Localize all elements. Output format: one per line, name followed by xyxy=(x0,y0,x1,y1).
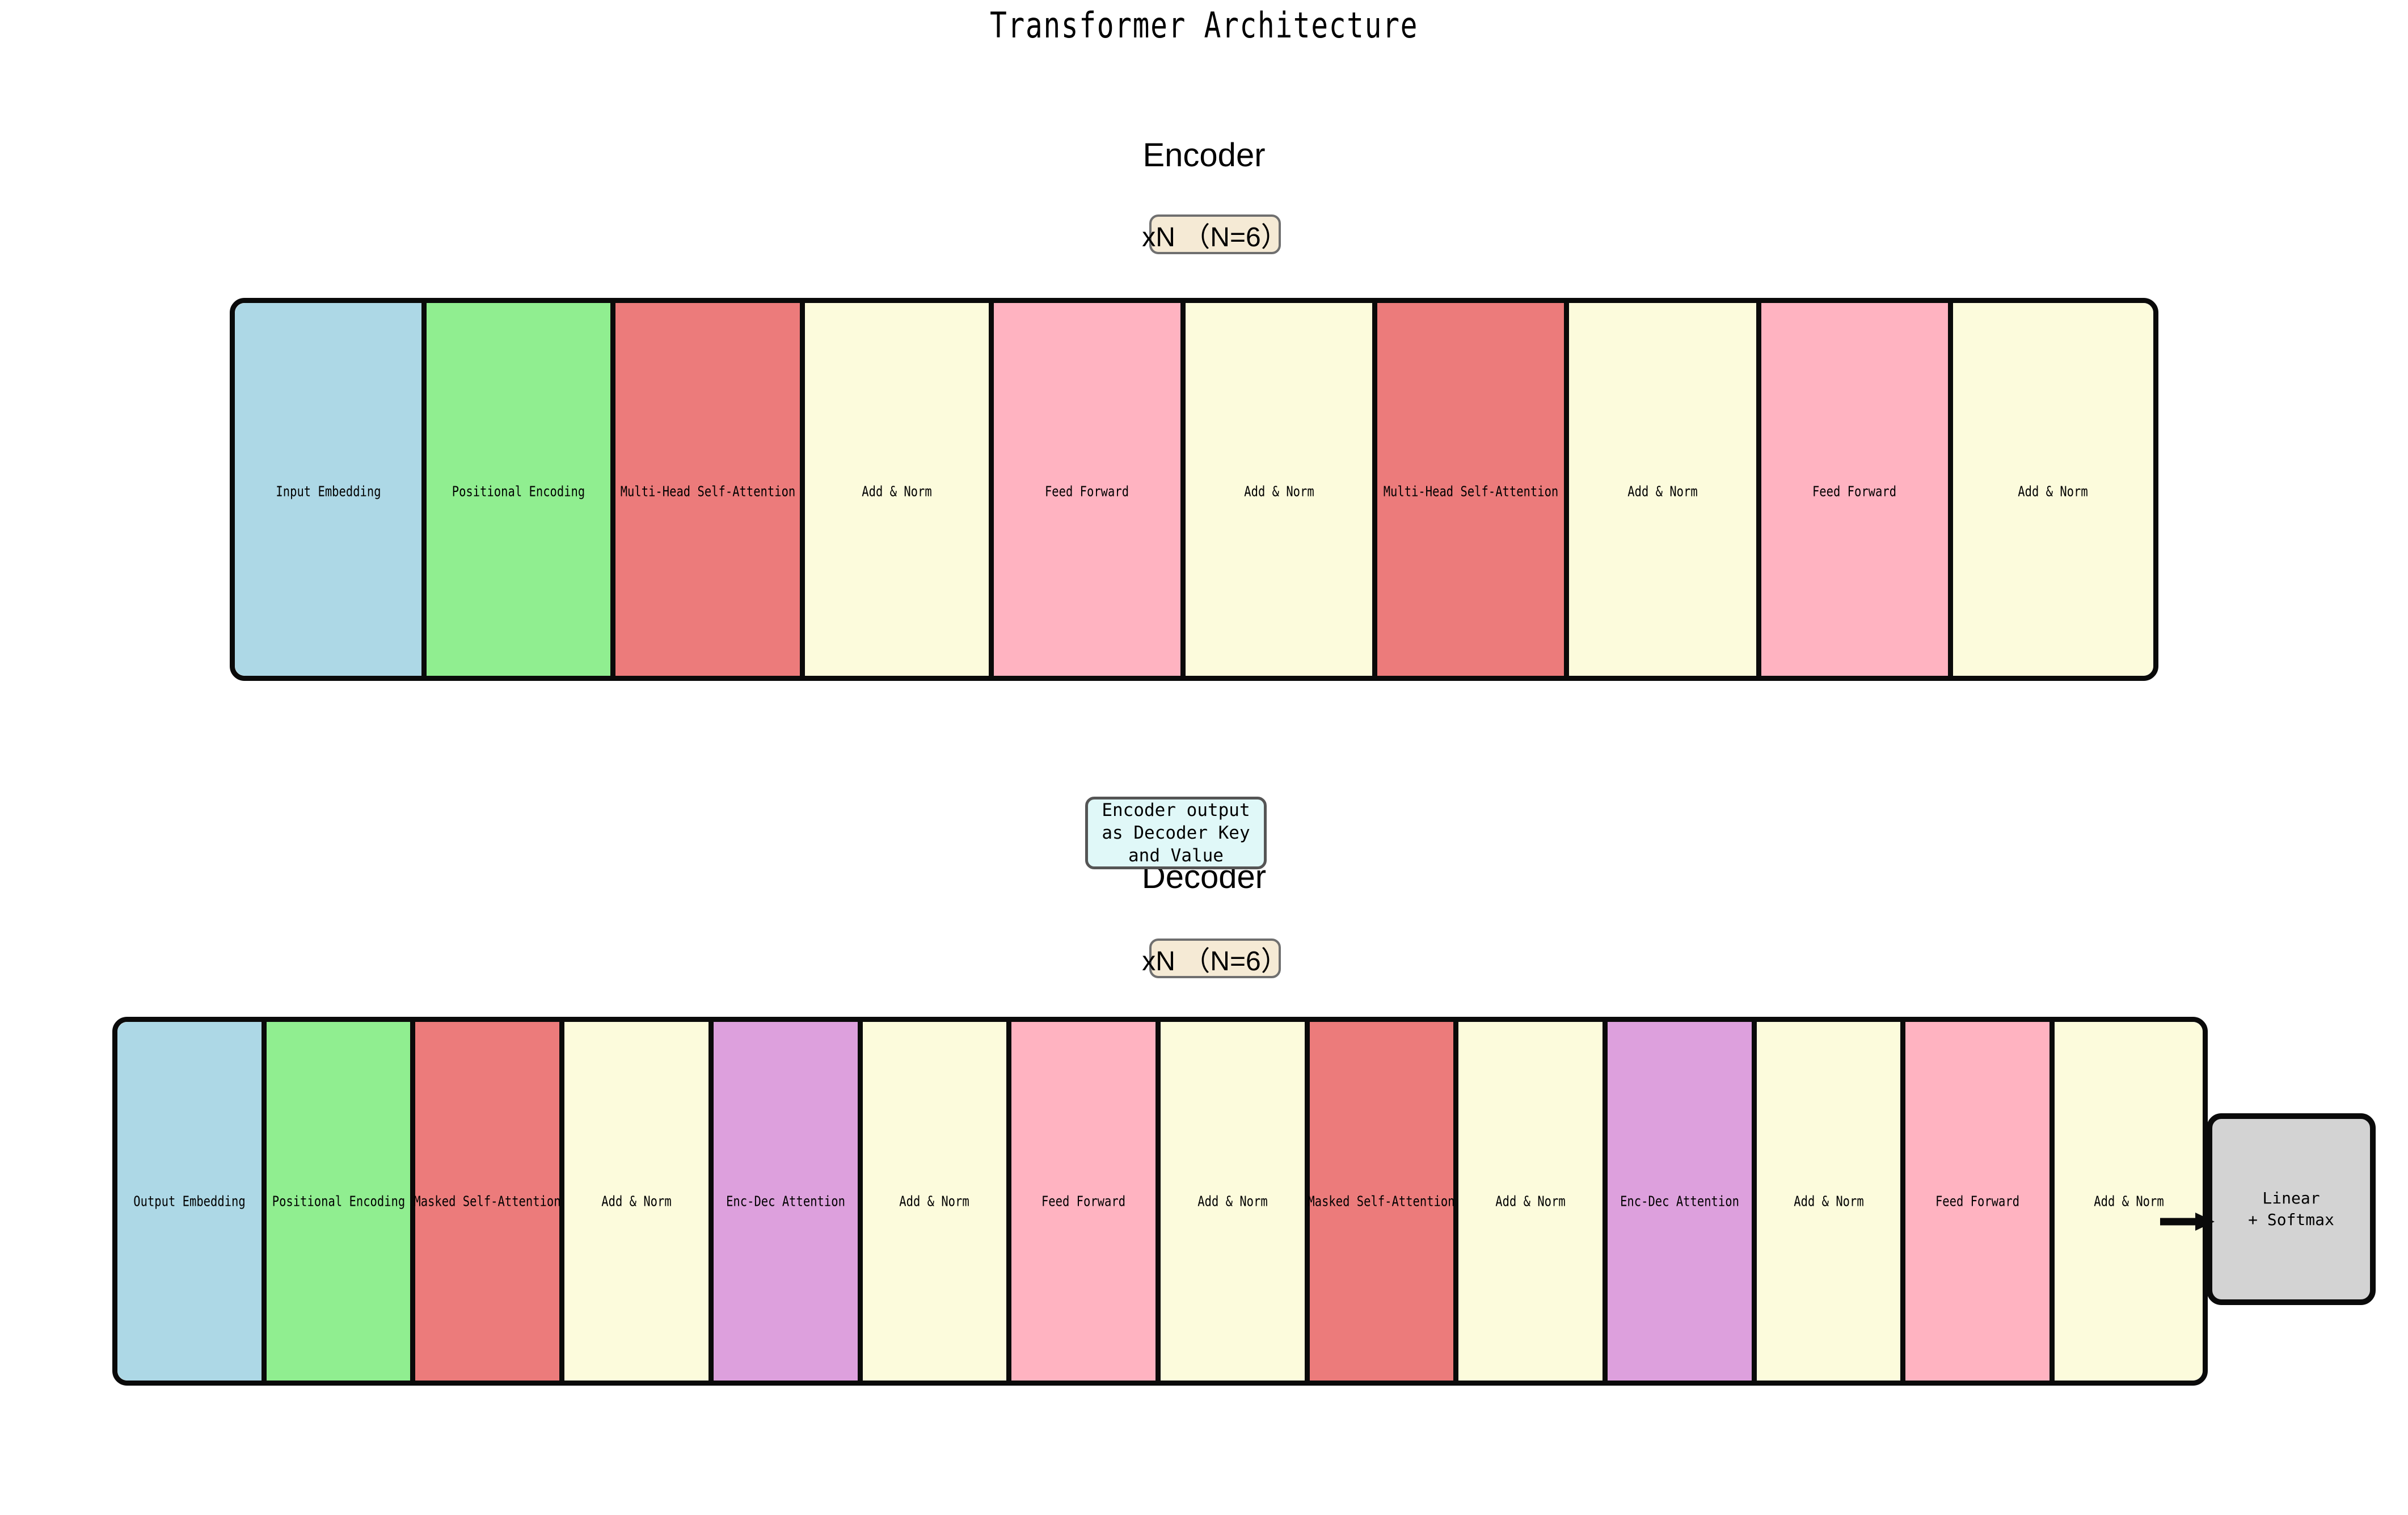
decoder-block-11: Add & Norm xyxy=(1756,1022,1906,1381)
decoder-block-label: Enc-Dec Attention xyxy=(1620,1193,1739,1210)
decoder-block-label: Add & Norm xyxy=(601,1193,672,1210)
decoder-block-label: Enc-Dec Attention xyxy=(726,1193,845,1210)
encoder-block-8: Feed Forward xyxy=(1761,303,1953,676)
encoder-block-9: Add & Norm xyxy=(1952,303,2153,676)
encoder-block-label: Feed Forward xyxy=(1812,483,1897,499)
decoder-block-5: Add & Norm xyxy=(862,1022,1012,1381)
encoder-section-heading: Encoder xyxy=(1142,137,1266,174)
decoder-block-label: Add & Norm xyxy=(1495,1193,1566,1210)
decoder-block-9: Add & Norm xyxy=(1458,1022,1608,1381)
encoder-block-label: Input Embedding xyxy=(276,483,381,499)
encoder-block-label: Add & Norm xyxy=(862,483,932,499)
decoder-block-6: Feed Forward xyxy=(1011,1022,1161,1381)
encoder-block-2: Multi-Head Self-Attention xyxy=(615,303,805,676)
encoder-block-label: Multi-Head Self-Attention xyxy=(620,483,795,499)
decoder-block-4: Enc-Dec Attention xyxy=(713,1022,863,1381)
decoder-block-label: Add & Norm xyxy=(2093,1193,2164,1210)
decoder-block-3: Add & Norm xyxy=(564,1022,714,1381)
encoder-block-3: Add & Norm xyxy=(804,303,994,676)
decoder-block-label: Positional Encoding xyxy=(272,1193,405,1210)
encoder-block-label: Feed Forward xyxy=(1045,483,1129,499)
decoder-block-8: Masked Self-Attention xyxy=(1308,1022,1459,1381)
decoder-block-label: Masked Self-Attention xyxy=(414,1193,561,1210)
decoder-block-13: Add & Norm xyxy=(2055,1022,2203,1381)
decoder-block-2: Masked Self-Attention xyxy=(414,1022,565,1381)
page-title: Transformer Architecture xyxy=(989,5,1419,46)
decoder-block-label: Feed Forward xyxy=(1935,1193,2020,1210)
encoder-block-5: Add & Norm xyxy=(1186,303,1378,676)
decoder-to-output-arrow-icon xyxy=(2160,1212,2215,1231)
encoder-block-7: Add & Norm xyxy=(1569,303,1761,676)
encoder-block-1: Positional Encoding xyxy=(427,303,616,676)
decoder-block-label: Feed Forward xyxy=(1041,1193,1126,1210)
decoder-block-label: Add & Norm xyxy=(899,1193,970,1210)
decoder-block-stack: Output Embedding Positional Encoding Maske… xyxy=(112,1017,2208,1386)
output-head-linear-softmax: Linear + Softmax xyxy=(2207,1113,2376,1305)
encoder-block-6: Multi-Head Self-Attention xyxy=(1377,303,1570,676)
encoder-repeat-badge: xN （N=6） xyxy=(1142,214,1288,254)
encoder-block-label: Add & Norm xyxy=(2018,483,2089,499)
encoder-block-label: Add & Norm xyxy=(1243,483,1314,499)
decoder-block-1: Positional Encoding xyxy=(266,1022,416,1381)
encoder-block-label: Multi-Head Self-Attention xyxy=(1383,483,1559,499)
decoder-block-12: Feed Forward xyxy=(1905,1022,2055,1381)
decoder-block-0: Output Embedding xyxy=(117,1022,267,1381)
encoder-block-label: Positional Encoding xyxy=(452,483,585,499)
decoder-block-label: Add & Norm xyxy=(1197,1193,1268,1210)
encoder-block-0: Input Embedding xyxy=(235,303,427,676)
decoder-block-7: Add & Norm xyxy=(1160,1022,1310,1381)
decoder-block-10: Enc-Dec Attention xyxy=(1608,1022,1757,1381)
encoder-block-4: Feed Forward xyxy=(993,303,1186,676)
decoder-repeat-badge: xN （N=6） xyxy=(1142,939,1288,978)
encoder-block-stack: Input Embedding Positional Encoding Multi-… xyxy=(230,298,2158,681)
decoder-block-label: Output Embedding xyxy=(133,1193,246,1210)
decoder-block-label: Add & Norm xyxy=(1793,1193,1864,1210)
encoder-output-note: Encoder output as Decoder Key and Value xyxy=(1085,797,1267,869)
decoder-block-label: Masked Self-Attention xyxy=(1308,1193,1456,1210)
encoder-block-label: Add & Norm xyxy=(1627,483,1698,499)
